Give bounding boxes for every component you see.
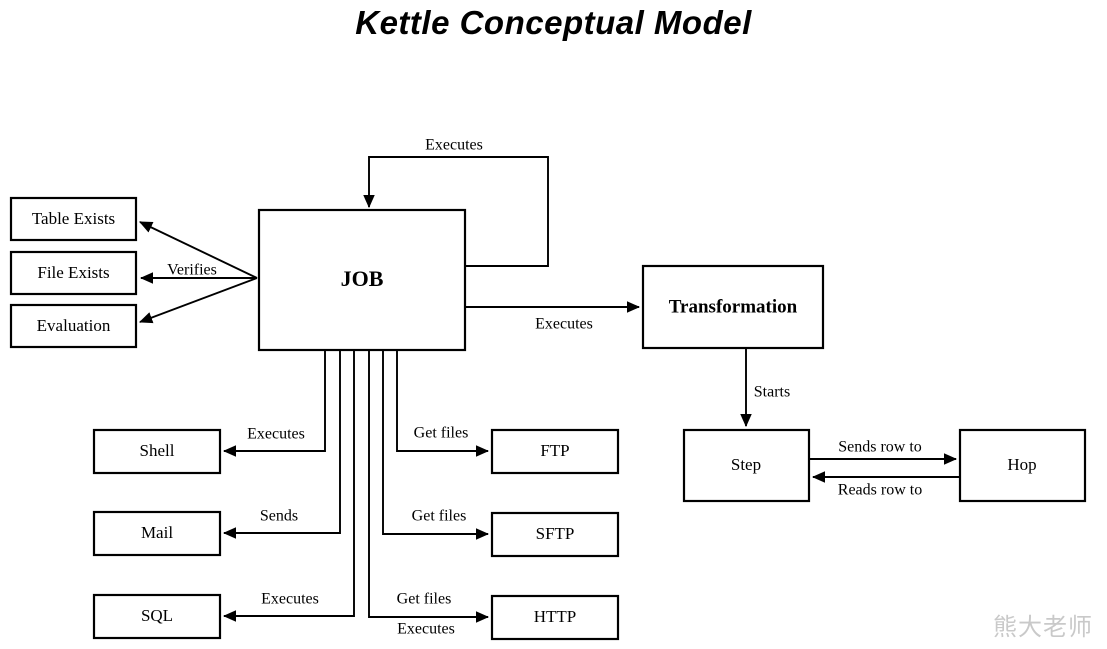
edge-label-job-sql: Executes (261, 591, 319, 608)
node-label-ftp: FTP (540, 441, 569, 460)
node-label-evaluation: Evaluation (37, 316, 111, 335)
edge-transformation-step: Starts (740, 348, 790, 428)
node-label-job: JOB (341, 266, 384, 291)
node-label-http: HTTP (534, 607, 577, 626)
node-mail[interactable]: Mail (92, 510, 222, 557)
edge-label-verifies: Verifies (167, 262, 217, 279)
edge-label-job-self-executes: Executes (425, 137, 483, 154)
edge-job-evaluation (139, 277, 258, 324)
edge-job-file-exists: Verifies (139, 262, 257, 284)
node-ftp[interactable]: FTP (490, 428, 620, 475)
node-sql[interactable]: SQL (92, 593, 222, 640)
node-job[interactable]: JOB (257, 208, 467, 352)
edge-label-job-transformation: Executes (535, 316, 593, 333)
node-http[interactable]: HTTP (490, 594, 620, 641)
edge-job-sql: Executes (222, 350, 355, 622)
edge-job-sftp: Get files (382, 350, 490, 540)
watermark: 熊大老师 (993, 613, 1093, 641)
edge-label-job-ftp: Get files (414, 425, 469, 442)
node-sftp[interactable]: SFTP (490, 511, 620, 558)
node-label-hop: Hop (1007, 455, 1036, 474)
edge-job-table-exists (139, 221, 258, 279)
node-hop[interactable]: Hop (958, 428, 1087, 503)
edge-hop-step: Reads row to (811, 471, 960, 499)
edge-label-job-http: Get files (397, 591, 452, 608)
node-label-step: Step (731, 455, 761, 474)
edge-label-step-hop: Sends row to (838, 439, 922, 456)
edge-label-job-http-executes: Executes (397, 621, 455, 638)
edge-job-ftp: Get files (396, 350, 490, 457)
edge-label-job-mail: Sends (260, 508, 298, 525)
node-evaluation[interactable]: Evaluation (9, 303, 138, 349)
node-label-sql: SQL (141, 606, 173, 625)
node-transformation[interactable]: Transformation (641, 264, 825, 350)
node-step[interactable]: Step (682, 428, 811, 503)
edge-job-mail: Sends (222, 350, 341, 539)
node-table-exists[interactable]: Table Exists (9, 196, 138, 242)
edge-label-hop-step: Reads row to (838, 482, 922, 499)
node-label-file-exists: File Exists (37, 263, 109, 282)
edge-step-hop: Sends row to (809, 439, 958, 465)
edge-job-shell: Executes (222, 350, 326, 457)
node-label-mail: Mail (141, 523, 173, 542)
node-label-shell: Shell (140, 441, 175, 460)
node-label-sftp: SFTP (536, 524, 575, 543)
node-label-table-exists: Table Exists (32, 209, 115, 228)
edge-job-http: Get files Executes (368, 350, 490, 638)
node-label-transformation: Transformation (669, 296, 798, 317)
edge-label-job-sftp: Get files (412, 508, 467, 525)
edge-job-self-executes: Executes (363, 137, 549, 267)
page-title: Kettle Conceptual Model (355, 4, 752, 41)
node-file-exists[interactable]: File Exists (9, 250, 138, 296)
edge-job-transformation: Executes (465, 301, 641, 333)
edge-label-job-shell: Executes (247, 426, 305, 443)
edge-label-transformation-step: Starts (754, 384, 790, 401)
node-shell[interactable]: Shell (92, 428, 222, 475)
